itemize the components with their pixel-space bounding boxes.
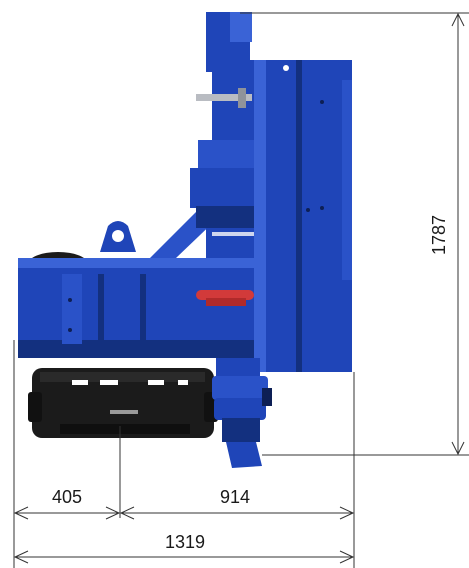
right-width-label: 914 bbox=[220, 487, 250, 507]
left-width-arrow-start bbox=[13, 506, 29, 520]
height-arrow-bottom bbox=[451, 441, 465, 456]
machine-illustration bbox=[18, 12, 352, 468]
side-plate bbox=[254, 60, 352, 372]
base-unit bbox=[28, 368, 218, 438]
height-dimension: 1787 bbox=[240, 12, 469, 456]
right-width-arrow-end bbox=[339, 506, 355, 520]
total-width-label: 1319 bbox=[165, 532, 205, 552]
left-width-label: 405 bbox=[52, 487, 82, 507]
total-width-arrow-start bbox=[13, 550, 29, 564]
height-label: 1787 bbox=[429, 215, 449, 255]
red-clamp bbox=[196, 290, 254, 306]
left-width-arrow-end bbox=[105, 506, 121, 520]
width-dimensions: 405 914 1319 bbox=[13, 340, 355, 568]
main-body bbox=[18, 221, 296, 358]
height-arrow-top bbox=[451, 12, 465, 27]
total-width-arrow-end bbox=[339, 550, 355, 564]
right-width-arrow-start bbox=[119, 506, 135, 520]
mast-column bbox=[190, 12, 276, 258]
drive-head bbox=[212, 358, 272, 468]
